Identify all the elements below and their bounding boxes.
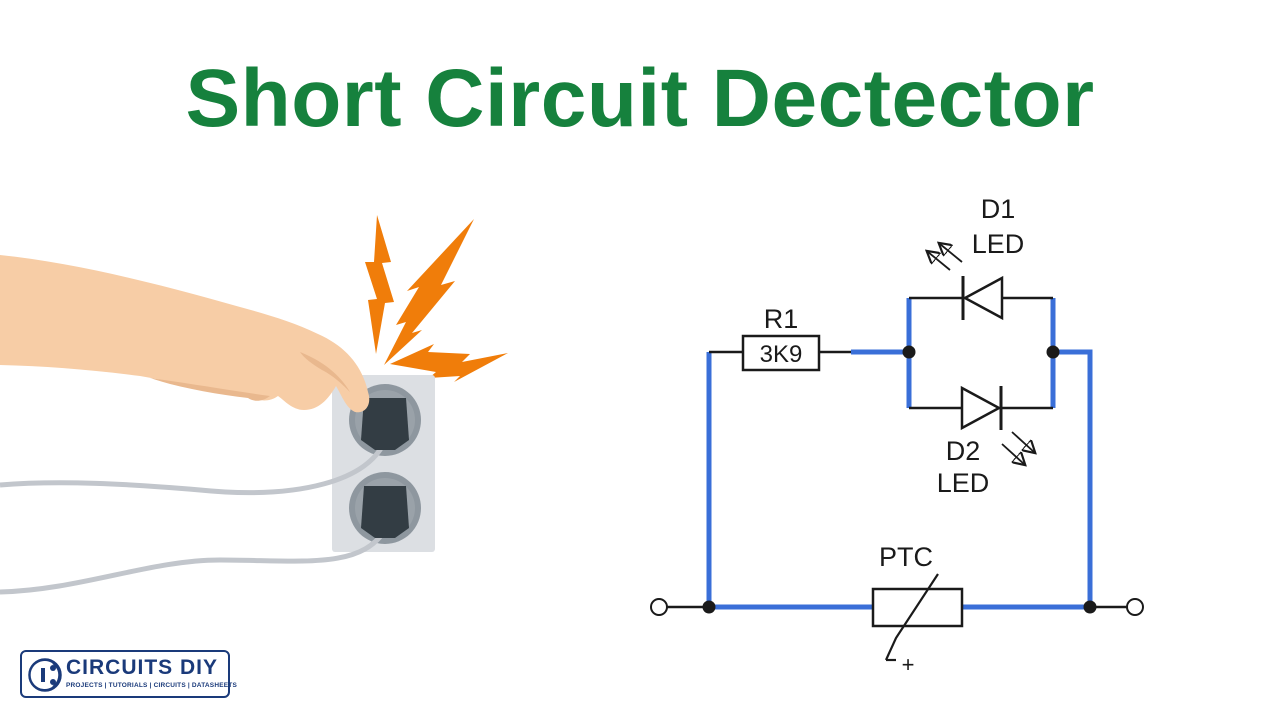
socket-illustration [0,215,508,595]
resistor-ref: R1 [764,304,799,334]
logo-brand: CIRCUITS DIY [66,656,219,679]
page-title: Short Circuit Dectector [185,53,1095,144]
logo-tagline: PROJECTS | TUTORIALS | CIRCUITS | DATASH… [66,682,237,689]
resistor-value: 3K9 [760,341,803,368]
spark-bolt-icon [390,344,508,382]
led-d1: D1 LED [928,194,1025,321]
terminal-left [650,598,668,616]
spark-bolt-icon [384,219,474,365]
circuit-wires [706,298,1093,610]
spark-bolt-icon [365,215,394,354]
ptc-polarity: + [902,652,915,677]
plug-lower [361,486,409,538]
circuits-diy-logo[interactable]: CIRCUITS DIY PROJECTS | TUTORIALS | CIRC… [20,650,237,698]
led-d2-type: LED [937,468,990,498]
circuit-schematic: 3K9 R1 D1 LED D2 LED PTC + [650,194,1144,677]
led-d1-ref: D1 [981,194,1016,224]
ptc-thermistor: PTC + [871,542,964,677]
ptc-ref: PTC [879,542,933,572]
hand [0,255,370,413]
plug-cable-upper [0,439,388,495]
led-d2-ref: D2 [946,436,981,466]
plug-cable-lower [0,528,388,595]
junction-dots [702,345,1097,614]
resistor-r1: 3K9 R1 [741,304,821,372]
plug-upper [361,398,409,450]
led-d2: D2 LED [937,385,1034,498]
circuits-diy-logo-icon [28,658,62,692]
led-d1-type: LED [972,229,1025,259]
terminal-right [1126,598,1144,616]
